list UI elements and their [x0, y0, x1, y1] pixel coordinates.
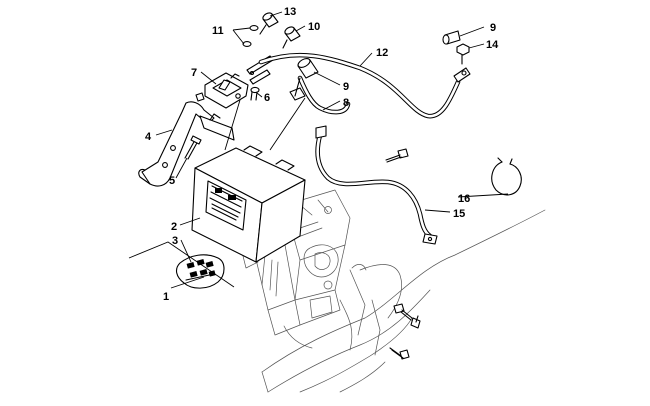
- bolt-right-1: [393, 303, 413, 321]
- callout-1: 1: [163, 291, 169, 303]
- callout-6: 6: [264, 92, 270, 104]
- terminal-boot-13: [259, 12, 279, 35]
- bolt-top: [385, 148, 409, 163]
- callout-11: 11: [212, 25, 224, 37]
- terminal-block: [204, 72, 249, 109]
- terminal-boot-9-lower: [297, 58, 319, 79]
- battery-strap: [175, 254, 225, 289]
- battery-cable-12: [258, 52, 471, 119]
- callout-15: 15: [453, 208, 465, 220]
- callout-14: 14: [486, 39, 499, 51]
- washer-upper: [249, 25, 259, 31]
- washer-lower: [242, 41, 252, 47]
- callout-3: 3: [172, 235, 178, 247]
- nut: [456, 43, 470, 65]
- battery-cable-8: [289, 75, 351, 115]
- callout-8: 8: [343, 97, 349, 109]
- vehicle-frame: [241, 189, 546, 393]
- callout-7: 7: [191, 67, 197, 79]
- screw: [250, 86, 260, 101]
- bolt: [184, 135, 202, 160]
- callout-5: 5: [169, 175, 175, 187]
- bolt-right-2: [410, 315, 421, 329]
- bolt-bottom: [389, 347, 410, 360]
- terminal-boot-9-upper: [442, 30, 461, 45]
- callout-labels: 1 2 3 4 5 6 7 8 9 9 10 11 12 13 14 15 16: [145, 6, 499, 303]
- callout-9-lower: 9: [343, 81, 349, 93]
- callout-10: 10: [308, 21, 320, 33]
- snap-ring: [491, 157, 522, 196]
- callout-4: 4: [145, 131, 152, 143]
- ground-cable: [315, 125, 438, 245]
- battery-bracket: [138, 101, 235, 187]
- callout-16: 16: [458, 193, 470, 205]
- callout-9-upper: 9: [490, 22, 496, 34]
- battery: [191, 145, 306, 263]
- callout-12: 12: [376, 47, 388, 59]
- group-bracket: [128, 241, 235, 288]
- callout-13: 13: [284, 6, 296, 18]
- leader-lines: [155, 11, 509, 289]
- terminal-boot-10: [282, 26, 301, 49]
- callout-2: 2: [171, 221, 177, 233]
- bracket-bolt: [195, 92, 205, 102]
